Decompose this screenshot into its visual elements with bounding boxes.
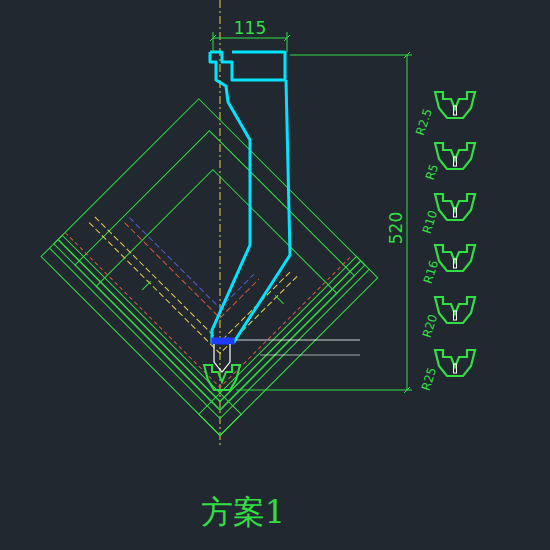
radius-label: R2.5 xyxy=(414,107,434,137)
radius-label: R16 xyxy=(422,259,441,285)
radius-label: R5 xyxy=(424,163,440,182)
radius-label: R10 xyxy=(421,209,440,235)
workpiece-sheets xyxy=(41,99,378,436)
radius-label: R20 xyxy=(421,313,440,339)
dimension-text: 115 xyxy=(234,20,266,37)
dimension-520 xyxy=(236,52,412,393)
die-profiles xyxy=(435,92,475,376)
drawing-title: 方案1 xyxy=(201,496,285,528)
punch-clamp xyxy=(212,338,234,344)
punch-outline xyxy=(210,52,290,342)
dimension-text: 520 xyxy=(388,212,405,244)
radius-label: R25 xyxy=(420,366,439,392)
lower-die xyxy=(204,365,240,390)
